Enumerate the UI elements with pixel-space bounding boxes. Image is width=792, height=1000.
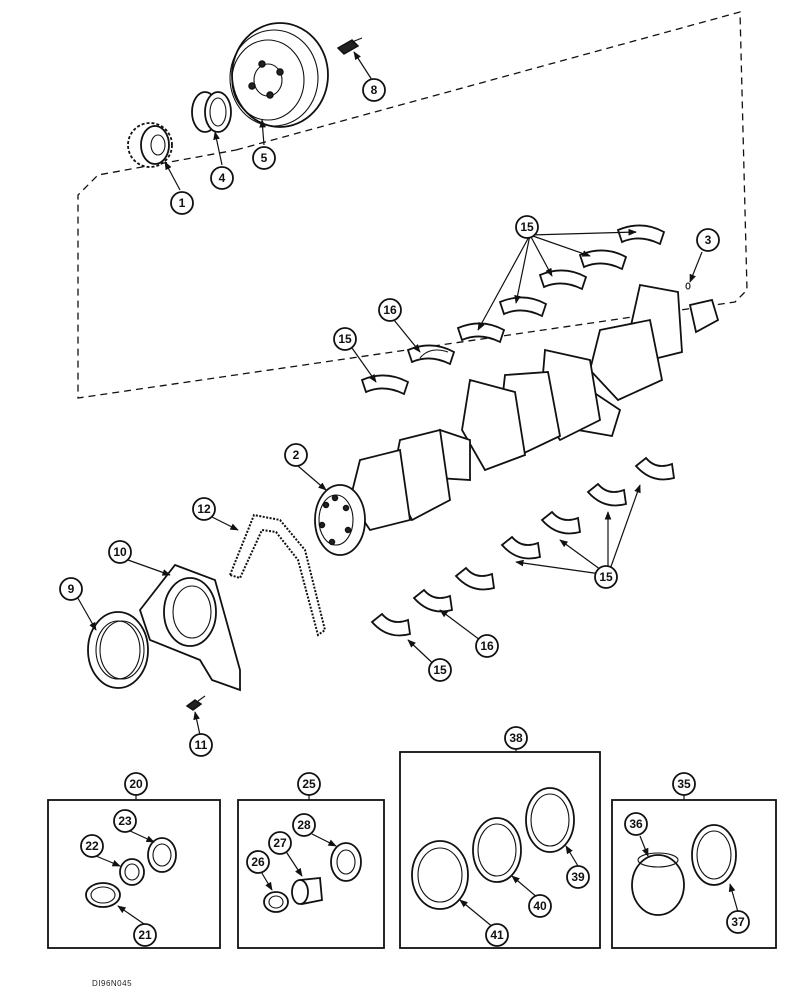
svg-text:1: 1 [179,196,186,210]
svg-text:37: 37 [731,915,745,929]
callout-38: 38 [504,726,528,750]
svg-text:27: 27 [273,836,287,850]
svg-text:5: 5 [261,151,268,165]
svg-text:28: 28 [297,818,311,832]
svg-text:3: 3 [705,233,712,247]
svg-text:38: 38 [509,731,523,745]
kit-box-38 [399,746,601,949]
figure-code: DI96N045 [92,979,132,988]
callout-4: 4 [210,166,234,190]
svg-text:9: 9 [68,582,75,596]
svg-text:11: 11 [195,738,208,752]
svg-text:8: 8 [371,83,378,97]
svg-text:35: 35 [677,777,691,791]
part-4-sleeve [191,91,232,133]
dashed-outline [77,11,748,399]
callout-26: 26 [246,850,270,874]
callout-41: 41 [485,923,509,947]
part-8-bolt [336,37,363,55]
kit-box-25 [237,795,385,949]
part-2-timing-gear [127,122,173,168]
kit-box-35 [611,795,777,949]
callout-20: 20 [124,772,148,796]
callout-28: 28 [292,813,316,837]
callout-39: 39 [566,865,590,889]
svg-text:22: 22 [85,839,99,853]
svg-text:15: 15 [599,570,613,584]
svg-text:10: 10 [113,545,127,559]
callout-16-lower: 16 [475,634,499,658]
callout-35: 35 [672,772,696,796]
part-3-pin [685,282,691,290]
callout-25: 25 [297,772,321,796]
svg-text:36: 36 [629,817,643,831]
callout-15-left: 15 [333,327,357,351]
callout-8: 8 [362,78,386,102]
part-9-seal [87,611,149,689]
callout-27: 27 [268,831,292,855]
callout-37: 37 [726,910,750,934]
svg-text:41: 41 [490,928,504,942]
svg-text:16: 16 [480,639,494,653]
svg-text:26: 26 [251,855,265,869]
callout-23: 23 [113,809,137,833]
callout-12: 12 [192,497,216,521]
callout-15-upper: 15 [515,215,539,239]
callout-10: 10 [108,540,132,564]
callout-9: 9 [59,577,83,601]
svg-text:21: 21 [138,928,152,942]
svg-text:23: 23 [118,814,132,828]
callout-21: 21 [133,923,157,947]
callout-36: 36 [624,812,648,836]
svg-text:4: 4 [219,171,226,185]
svg-text:39: 39 [571,870,585,884]
callout-2: 1 [170,191,194,215]
svg-text:20: 20 [129,777,143,791]
callout-16-upper: 16 [378,298,402,322]
callout-5: 5 [252,146,276,170]
kit-box-20 [47,795,221,949]
part-1-crankshaft [314,283,720,556]
callout-11: 11 [189,733,213,757]
callout-22: 22 [80,834,104,858]
lower-bearing-shells [370,456,676,637]
svg-text:12: 12 [197,502,211,516]
svg-text:16: 16 [383,303,397,317]
svg-text:25: 25 [302,777,316,791]
part-10-seal-housing [138,563,241,692]
callout-15-lower: 15 [428,658,452,682]
callouts: 1 4 5 8 3 15 16 15 2 12 10 9 11 15 16 15… [59,78,750,947]
part-5-pulley [229,22,329,128]
part-12-gasket [228,513,327,637]
svg-text:15: 15 [433,663,447,677]
callout-40: 40 [528,894,552,918]
callout-15-lower-right: 15 [594,565,618,589]
svg-text:15: 15 [338,332,352,346]
part-11-screw [185,695,206,711]
svg-text:40: 40 [533,899,547,913]
callout-3: 3 [696,228,720,252]
svg-text:2: 2 [293,448,300,462]
svg-text:15: 15 [520,220,534,234]
leader-lines [74,51,703,736]
callout-1: 2 [284,443,308,467]
